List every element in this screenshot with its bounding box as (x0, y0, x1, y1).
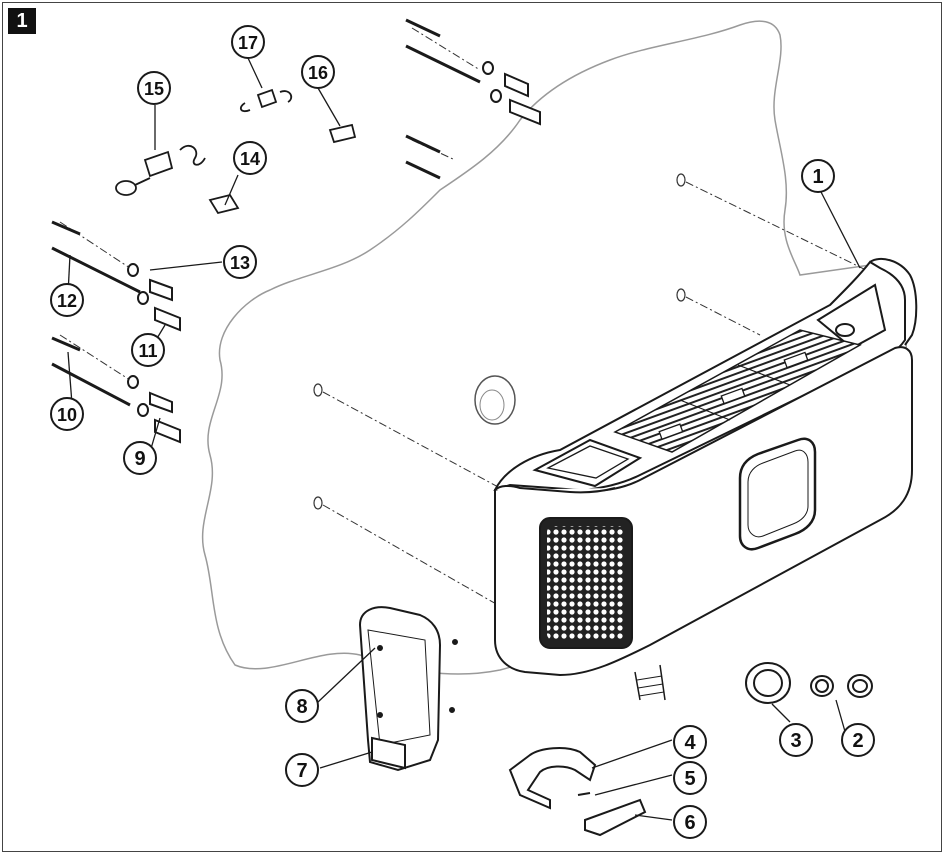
callout-13-label: 13 (230, 253, 250, 273)
callout-labels: 1 2 3 4 5 6 7 8 9 10 11 12 13 14 15 16 1… (57, 33, 864, 834)
callout-14 (233, 141, 267, 175)
callout-11-label: 11 (138, 341, 157, 361)
callout-9-label: 9 (134, 448, 145, 470)
callout-10 (50, 397, 84, 431)
callout-15 (137, 71, 171, 105)
bolts-left (51, 220, 181, 444)
callout-16-label: 16 (308, 63, 328, 83)
callout-3-label: 3 (790, 730, 801, 752)
bolts-top (405, 18, 541, 180)
callout-10-label: 10 (57, 405, 77, 425)
callout-6-label: 6 (684, 812, 695, 834)
callout-6 (673, 805, 707, 839)
callout-14-label: 14 (240, 149, 260, 169)
callout-11 (131, 333, 165, 367)
callout-8-label: 8 (296, 696, 307, 718)
grommet-and-plugs (745, 662, 873, 704)
callout-5-label: 5 (684, 768, 695, 790)
callout-5 (673, 761, 707, 795)
callout-17 (231, 25, 265, 59)
figure-number-badge: 1 (8, 8, 36, 34)
callout-1-label: 1 (812, 166, 823, 188)
wall-mounting-holes (313, 173, 686, 510)
callout-7 (285, 753, 319, 787)
callout-13 (223, 245, 257, 279)
small-parts (115, 88, 357, 215)
callout-2 (841, 723, 875, 757)
alignment-lines (59, 27, 871, 606)
callout-4-label: 4 (684, 732, 696, 754)
callout-12 (50, 283, 84, 317)
callouts (50, 25, 875, 839)
callout-15-label: 15 (144, 79, 164, 99)
callout-9 (123, 441, 157, 475)
callout-1 (801, 159, 835, 193)
heater-unit (493, 257, 918, 701)
callout-17-label: 17 (238, 33, 258, 53)
callout-7-label: 7 (296, 760, 307, 782)
callout-8 (285, 689, 319, 723)
callout-2-label: 2 (852, 730, 863, 752)
callout-4 (673, 725, 707, 759)
wall-opening (474, 375, 516, 425)
callout-16 (301, 55, 335, 89)
callout-12-label: 12 (57, 291, 77, 311)
callout-3 (779, 723, 813, 757)
pipe-clamp (508, 747, 647, 837)
